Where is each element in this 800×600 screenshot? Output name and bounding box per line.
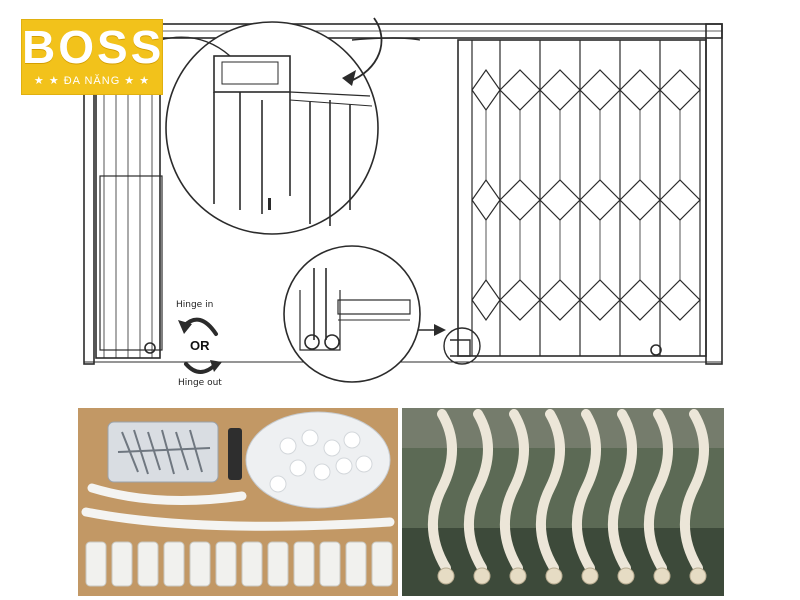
hardware-kit-photo (78, 408, 398, 596)
brand-logo: BOSS ★ ★ ĐA NĂNG ★ ★ (22, 20, 162, 94)
brand-logo-tagline: ★ ★ ĐA NĂNG ★ ★ (33, 75, 151, 87)
hardware-kit-image (78, 408, 398, 596)
gate-slats-image (402, 408, 724, 596)
gate-diagram (83, 17, 723, 383)
hinge-out-label: Hinge out (178, 378, 222, 388)
gate-diagram-drawing (83, 17, 723, 383)
hinge-out-arrow (184, 362, 218, 374)
or-label: OR (190, 338, 210, 353)
right-post (705, 23, 723, 365)
bottom-detail-magnifier (283, 245, 421, 383)
pointer-arrow-top (342, 70, 356, 86)
gate-slats-photo (402, 408, 724, 596)
lattice-panel (457, 39, 707, 357)
brand-logo-word: BOSS (22, 21, 165, 73)
hinge-in-label: Hinge in (176, 300, 214, 310)
pointer-arrow-bottom (434, 324, 446, 336)
top-detail-magnifier (165, 21, 379, 235)
